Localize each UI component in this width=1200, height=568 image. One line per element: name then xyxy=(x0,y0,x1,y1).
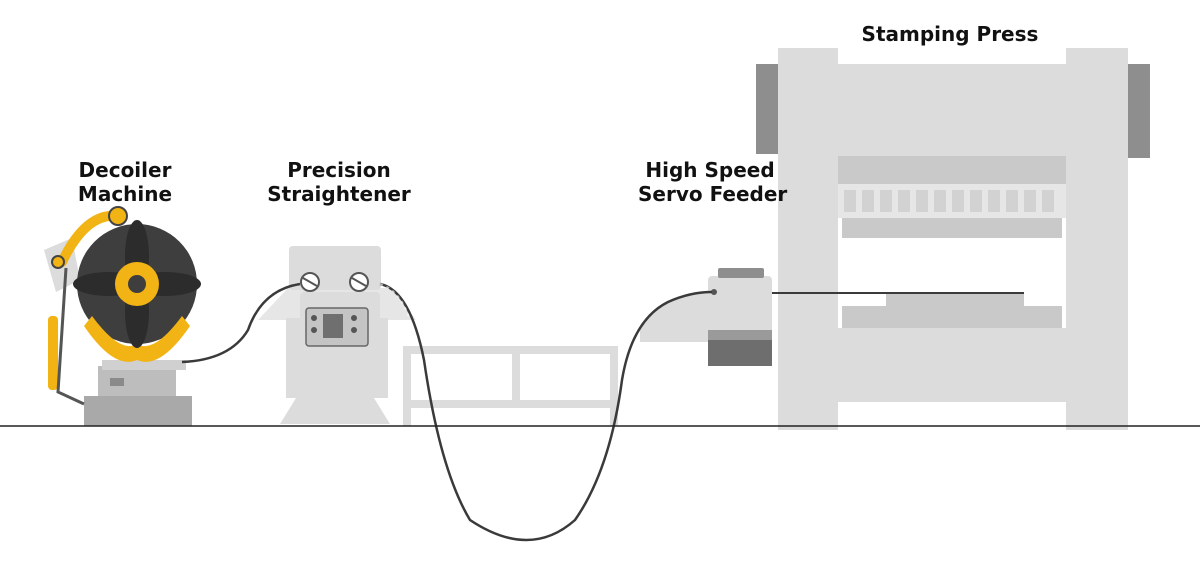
straightener-label: Precision Straightener xyxy=(262,158,416,206)
straightener-machine-icon xyxy=(258,246,416,424)
strip-guide-dashes xyxy=(379,283,411,321)
stamping-press-icon xyxy=(756,48,1150,430)
decoiler-label-line-1: Decoiler xyxy=(78,158,172,182)
servo-feeder-label-line-2: Servo Feeder xyxy=(638,182,788,206)
servo-feeder-icon xyxy=(640,268,772,366)
steel-strip-coil-to-straightener xyxy=(181,282,301,364)
servo-feeder-label: High Speed Servo Feeder xyxy=(638,158,788,206)
stamping-press-label: Stamping Press xyxy=(860,22,1040,46)
decoiler-label: Decoiler Machine xyxy=(72,158,178,206)
support-rack-icon xyxy=(403,346,618,426)
decoiler-machine-icon xyxy=(44,206,201,426)
servo-feeder-label-line-1: High Speed xyxy=(645,158,775,182)
stamping-press-label-text: Stamping Press xyxy=(861,22,1039,46)
steel-strip-loop xyxy=(379,282,713,542)
decoiler-label-line-2: Machine xyxy=(77,182,173,206)
straightener-label-line-2: Straightener xyxy=(267,182,411,206)
straightener-label-line-1: Precision xyxy=(287,158,391,182)
